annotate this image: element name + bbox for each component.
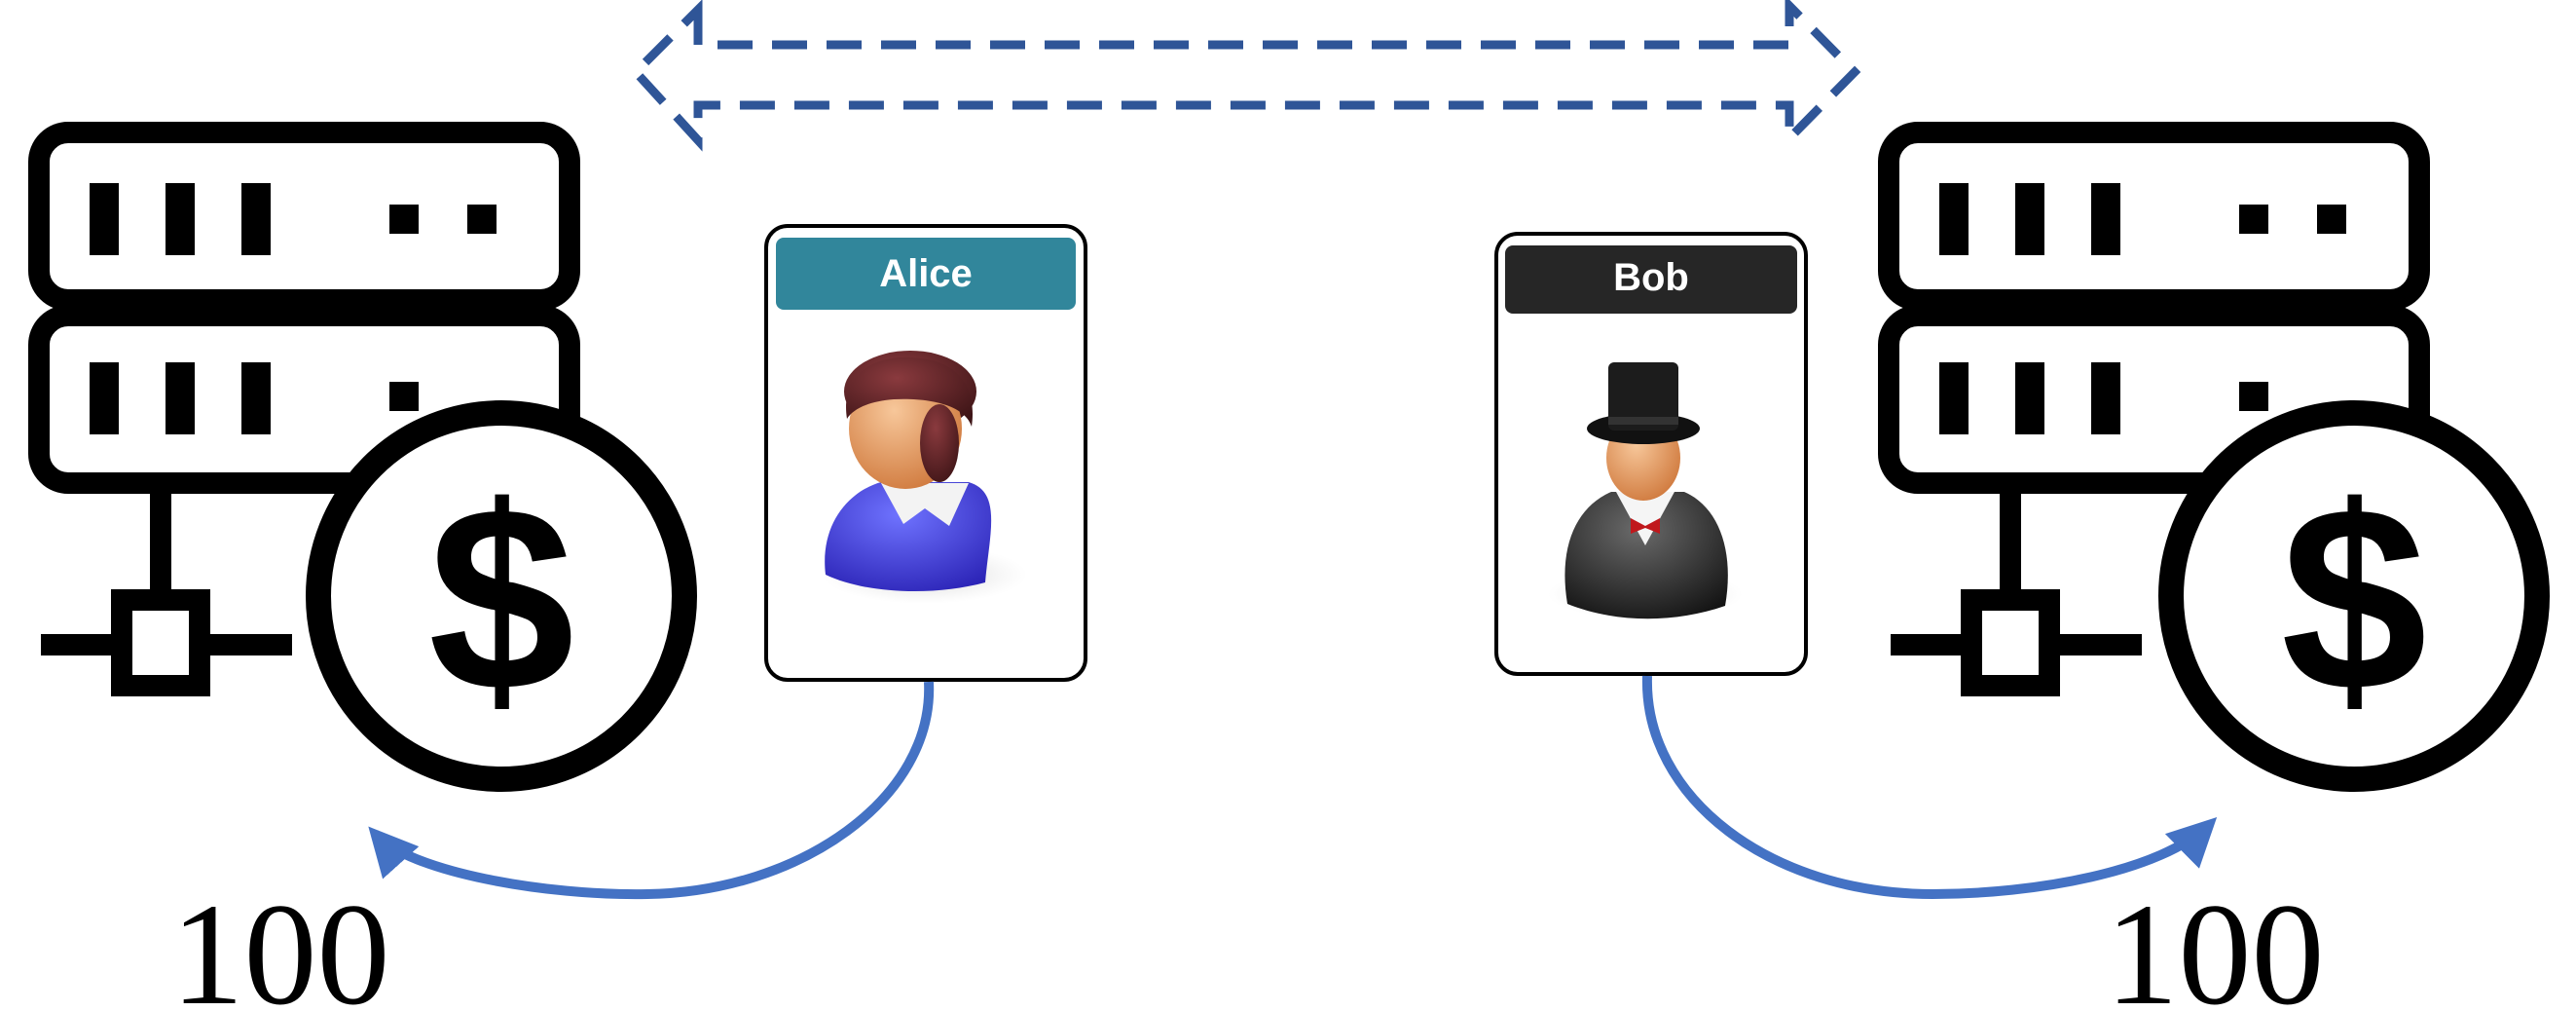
right-coin-symbol: $	[2281, 453, 2427, 746]
bob-to-right-balance-arrow	[1641, 675, 2218, 900]
dollar-coin-icon: $	[306, 400, 697, 792]
alice-header	[776, 238, 1076, 310]
server-slots	[90, 183, 497, 434]
left-server-money-icon: $	[28, 122, 697, 792]
bob-card: Bob	[1494, 232, 1808, 676]
right-server-money-icon: $	[1878, 122, 2550, 792]
alice-to-left-balance-arrow	[368, 681, 935, 900]
network-connector	[41, 487, 292, 696]
right-balance: 100	[2106, 874, 2325, 1011]
dashed-double-arrow-icon	[629, 0, 1861, 152]
alice-card: Alice	[764, 224, 1087, 682]
dollar-coin-icon: $	[2158, 400, 2550, 792]
alice-name: Alice	[879, 252, 973, 295]
server-rack-top	[28, 122, 580, 494]
woman-avatar-icon	[823, 351, 1027, 604]
bob-header	[1505, 245, 1797, 314]
bob-name: Bob	[1613, 256, 1689, 299]
gentleman-top-hat-avatar-icon	[1548, 362, 1743, 619]
left-balance: 100	[171, 874, 390, 1011]
left-coin-symbol: $	[428, 453, 574, 746]
